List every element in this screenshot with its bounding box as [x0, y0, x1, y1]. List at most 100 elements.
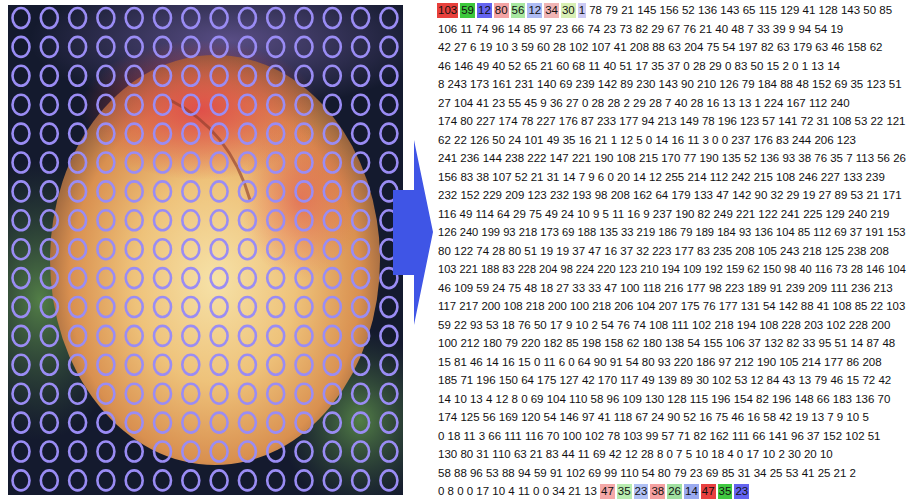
sample-circle — [352, 355, 369, 375]
sample-circle — [296, 268, 313, 288]
sample-circle — [296, 384, 313, 404]
sample-circle — [324, 268, 341, 288]
sample-circle — [211, 442, 228, 462]
sample-circle — [126, 37, 143, 57]
sample-circle — [97, 297, 114, 317]
sample-circle — [97, 8, 114, 28]
sample-circle — [69, 239, 86, 259]
sample-circle — [296, 95, 313, 115]
sample-circle — [154, 8, 171, 28]
sample-circle — [13, 153, 30, 173]
sample-circle — [296, 239, 313, 259]
highlighted-value: 23 — [634, 484, 649, 499]
sample-circle — [380, 153, 397, 173]
sample-circle — [41, 8, 58, 28]
sample-circle — [69, 37, 86, 57]
sample-circle — [352, 297, 369, 317]
sample-circle — [182, 153, 199, 173]
highlighted-value: 1 — [578, 3, 586, 18]
sample-circle — [154, 470, 171, 490]
sample-circle — [211, 470, 228, 490]
sample-circle — [239, 124, 256, 144]
highlighted-value: 14 — [684, 484, 699, 499]
sample-circle — [182, 66, 199, 86]
sample-circle — [126, 355, 143, 375]
sample-circle — [154, 326, 171, 346]
sample-circle — [97, 181, 114, 201]
highlighted-value: 103 — [437, 3, 458, 18]
sample-circle — [352, 442, 369, 462]
sample-circle — [324, 8, 341, 28]
sample-circle — [13, 384, 30, 404]
sample-circle — [41, 355, 58, 375]
sample-circle — [380, 124, 397, 144]
pixel-values: 80 122 74 28 80 51 19 19 37 47 16 37 32 … — [437, 244, 890, 259]
sample-circle — [126, 384, 143, 404]
sample-circle — [296, 66, 313, 86]
sample-circle — [239, 268, 256, 288]
pixel-values: 232 152 229 209 123 232 193 98 208 162 6… — [437, 188, 903, 203]
matrix-row: 14 10 13 4 12 8 0 69 104 110 58 96 109 1… — [437, 392, 891, 407]
pixel-values: 241 236 144 238 222 147 221 190 108 215 … — [437, 151, 907, 166]
sample-circle — [352, 239, 369, 259]
sample-circle — [154, 210, 171, 230]
pixel-values: 46 146 49 40 52 65 21 60 68 11 40 51 17 … — [437, 59, 841, 74]
pixel-values: 106 11 74 96 14 85 97 23 66 74 23 73 82 … — [437, 22, 844, 37]
sample-circle — [13, 8, 30, 28]
sample-circle — [239, 153, 256, 173]
sample-circle — [97, 268, 114, 288]
pixel-values: 156 83 38 107 52 21 31 14 7 9 6 0 20 14 … — [437, 170, 886, 185]
sample-circle — [154, 355, 171, 375]
sample-circle — [182, 297, 199, 317]
sample-circle — [211, 239, 228, 259]
sample-circle — [126, 66, 143, 86]
sample-circle — [380, 37, 397, 57]
sample-circle — [41, 470, 58, 490]
matrix-row: 62 22 126 50 24 101 49 35 16 21 1 12 5 0… — [437, 133, 857, 148]
highlighted-value: 59 — [460, 3, 475, 18]
sample-circle — [182, 8, 199, 28]
sample-circle — [182, 239, 199, 259]
sample-circle — [41, 153, 58, 173]
sample-circle — [126, 124, 143, 144]
sample-circle — [211, 8, 228, 28]
sample-circle — [13, 239, 30, 259]
sample-circle — [13, 37, 30, 57]
sample-circle — [154, 181, 171, 201]
sample-circle — [13, 413, 30, 433]
sample-circle — [126, 153, 143, 173]
sample-circle — [352, 66, 369, 86]
sample-circle — [324, 384, 341, 404]
matrix-row: 156 83 38 107 52 21 31 14 7 9 6 0 20 14 … — [437, 170, 886, 185]
sample-circle — [69, 181, 86, 201]
sample-circle — [69, 442, 86, 462]
sample-circle — [239, 66, 256, 86]
sample-circle — [324, 210, 341, 230]
matrix-row: 15 81 46 14 16 15 0 11 6 0 64 90 91 54 8… — [437, 355, 883, 370]
sample-circle — [126, 413, 143, 433]
sample-circle — [182, 413, 199, 433]
sample-circle — [324, 326, 341, 346]
sample-circle — [267, 8, 284, 28]
highlighted-value: 12 — [527, 3, 542, 18]
highlighted-value: 47 — [600, 484, 615, 499]
sample-circle — [352, 268, 369, 288]
sample-circle — [239, 297, 256, 317]
sample-circle — [352, 124, 369, 144]
pixel-values: 27 104 41 23 55 45 9 36 27 0 28 28 2 29 … — [437, 96, 851, 111]
block-arrow — [393, 140, 433, 325]
sample-circle — [267, 470, 284, 490]
sample-circle — [352, 413, 369, 433]
matrix-row: 117 217 200 108 218 200 100 218 206 104 … — [437, 299, 906, 314]
sample-circle — [154, 37, 171, 57]
sample-circle — [69, 297, 86, 317]
sample-circle — [182, 268, 199, 288]
sample-circle — [324, 95, 341, 115]
sample-circle — [41, 95, 58, 115]
sample-circle — [154, 268, 171, 288]
sample-circle — [211, 268, 228, 288]
sample-circle — [267, 384, 284, 404]
sample-circle — [239, 8, 256, 28]
sample-circle — [41, 239, 58, 259]
sample-circle — [154, 442, 171, 462]
